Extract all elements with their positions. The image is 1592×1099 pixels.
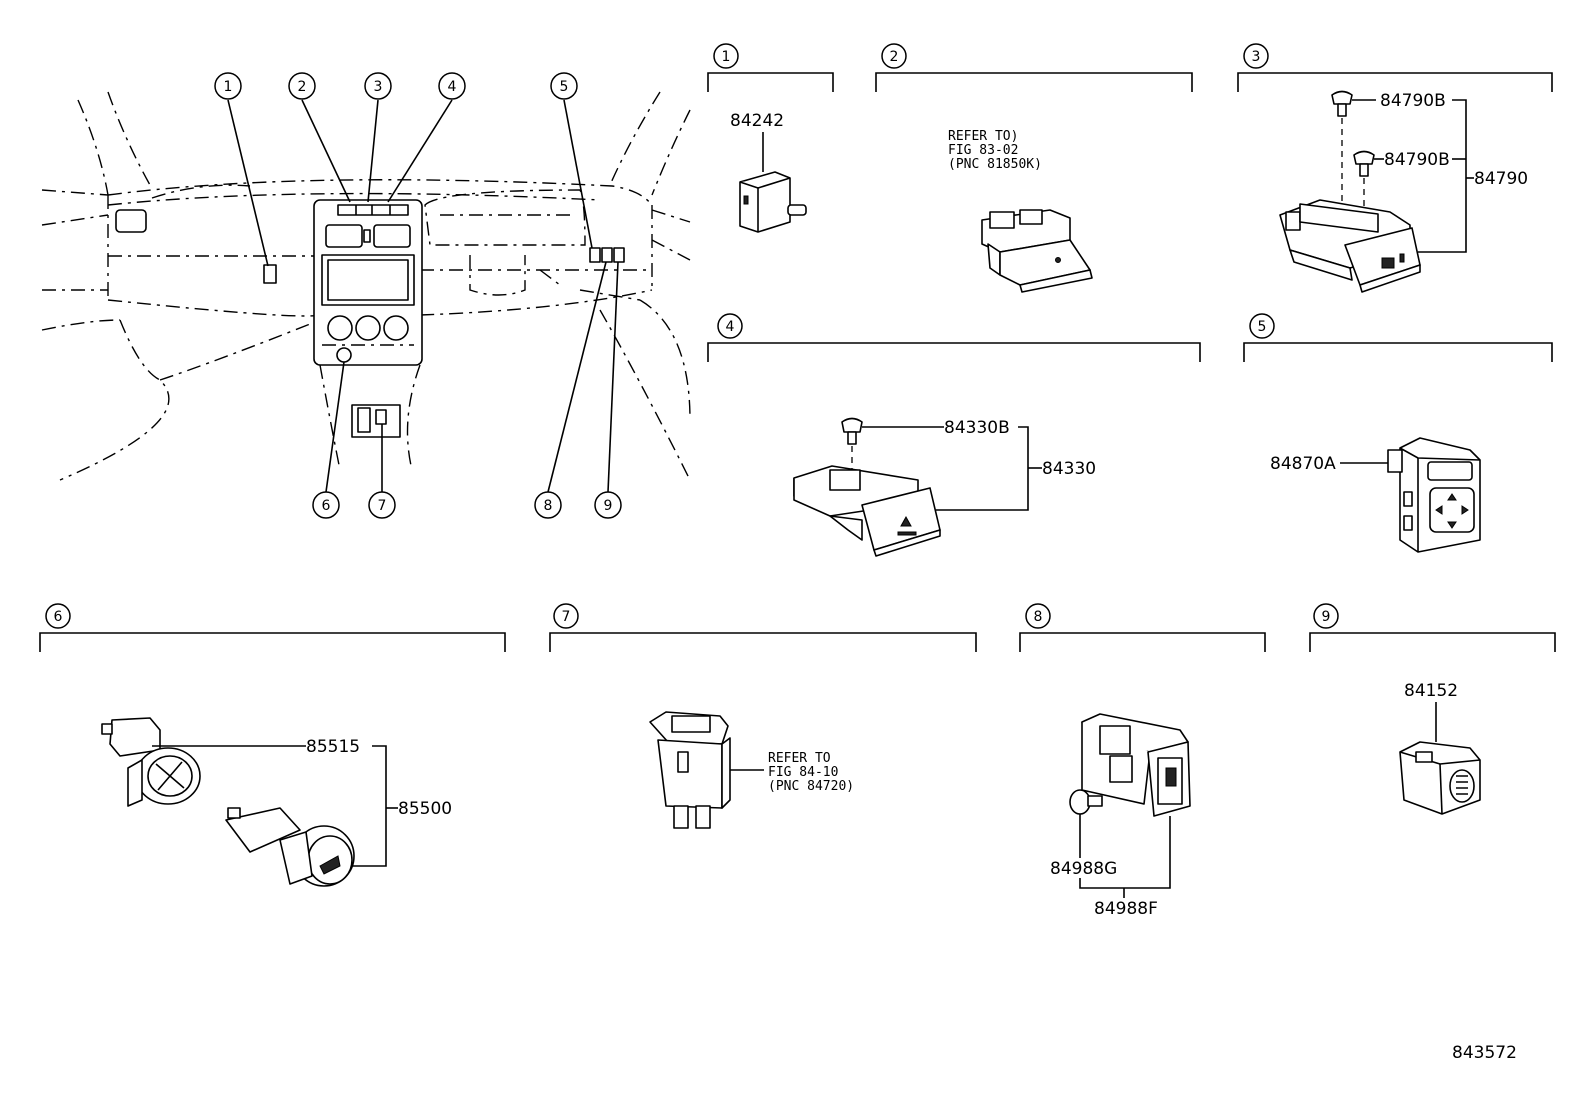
overview-callout-4: 4 — [438, 72, 466, 100]
svg-text:6: 6 — [54, 609, 63, 625]
part-84988f: 84988F — [1094, 899, 1158, 919]
switch-84152 — [1399, 741, 1481, 815]
svg-text:7: 7 — [562, 609, 571, 625]
svg-text:5: 5 — [1258, 319, 1267, 335]
section-4: 4 84330B 84330 — [707, 313, 1201, 557]
svg-text:4: 4 — [448, 79, 457, 95]
switch-84242 — [739, 171, 807, 233]
figure-number: 843572 — [1452, 1043, 1517, 1063]
svg-text:9: 9 — [1322, 609, 1331, 625]
overview-callout-7: 7 — [368, 491, 396, 519]
part-84152: 84152 — [1404, 681, 1458, 701]
part-85500: 85500 — [398, 799, 452, 819]
bulb-84790b-a — [1331, 90, 1353, 117]
switch-84870a — [1387, 437, 1481, 553]
svg-text:7: 7 — [378, 498, 387, 514]
section-8: 8 84988G 84988F — [1019, 603, 1266, 919]
svg-text:6: 6 — [322, 498, 331, 514]
part-85515: 85515 — [306, 737, 360, 757]
overview-callout-1: 1 — [214, 72, 242, 100]
svg-text:1: 1 — [224, 79, 233, 95]
part-84790b-a: 84790B — [1380, 91, 1446, 111]
switch-81850k — [981, 209, 1093, 293]
section-3: 3 84790B 84790B 84790 — [1237, 43, 1553, 293]
section-2: 2 REFER TO) FIG 83-02 (PNC 81850K) — [875, 43, 1193, 293]
overview-callout-6: 6 — [312, 491, 340, 519]
part-84988g: 84988G — [1050, 859, 1117, 879]
part-84870a: 84870A — [1270, 454, 1336, 474]
part-84330: 84330 — [1042, 459, 1096, 479]
overview-callout-9: 9 — [594, 491, 622, 519]
section-5: 5 84870A — [1243, 313, 1553, 553]
switch-84790 — [1279, 199, 1421, 293]
switch-84988f — [1081, 713, 1191, 817]
svg-text:2: 2 — [890, 49, 899, 65]
svg-text:5: 5 — [560, 79, 569, 95]
svg-text:3: 3 — [374, 79, 383, 95]
svg-text:4: 4 — [726, 319, 735, 335]
part-84790: 84790 — [1474, 169, 1528, 189]
bulb-84330b — [841, 417, 863, 445]
switch-84330 — [793, 465, 941, 557]
overview-callout-5: 5 — [550, 72, 578, 100]
part-84242: 84242 — [730, 111, 784, 131]
section-9: 9 84152 — [1309, 603, 1556, 815]
svg-text:1: 1 — [722, 49, 731, 65]
svg-text:8: 8 — [1034, 609, 1043, 625]
svg-text:9: 9 — [604, 498, 613, 514]
dashboard-overview: 1 2 3 4 5 6 7 8 9 — [41, 72, 691, 519]
part-84330b: 84330B — [944, 418, 1010, 438]
bulb-84790b-b — [1353, 150, 1375, 177]
section-7: 7 REFER TO FIG 84-10 (PNC 84720) — [549, 603, 977, 829]
part-84790b-b: 84790B — [1384, 150, 1450, 170]
overview-callout-8: 8 — [534, 491, 562, 519]
switch-84720 — [649, 711, 731, 829]
section-6: 6 85515 85500 — [39, 603, 506, 887]
refer-note-2: REFER TO) FIG 83-02 (PNC 81850K) — [948, 129, 1042, 172]
svg-text:2: 2 — [298, 79, 307, 95]
socket-85515 — [101, 717, 201, 807]
svg-text:3: 3 — [1252, 49, 1261, 65]
svg-text:8: 8 — [544, 498, 553, 514]
refer-note-7: REFER TO FIG 84-10 (PNC 84720) — [768, 751, 854, 794]
section-1: 1 84242 — [707, 43, 834, 233]
lighter-85500 — [225, 807, 355, 887]
overview-callout-2: 2 — [288, 72, 316, 100]
overview-callout-3: 3 — [364, 72, 392, 100]
